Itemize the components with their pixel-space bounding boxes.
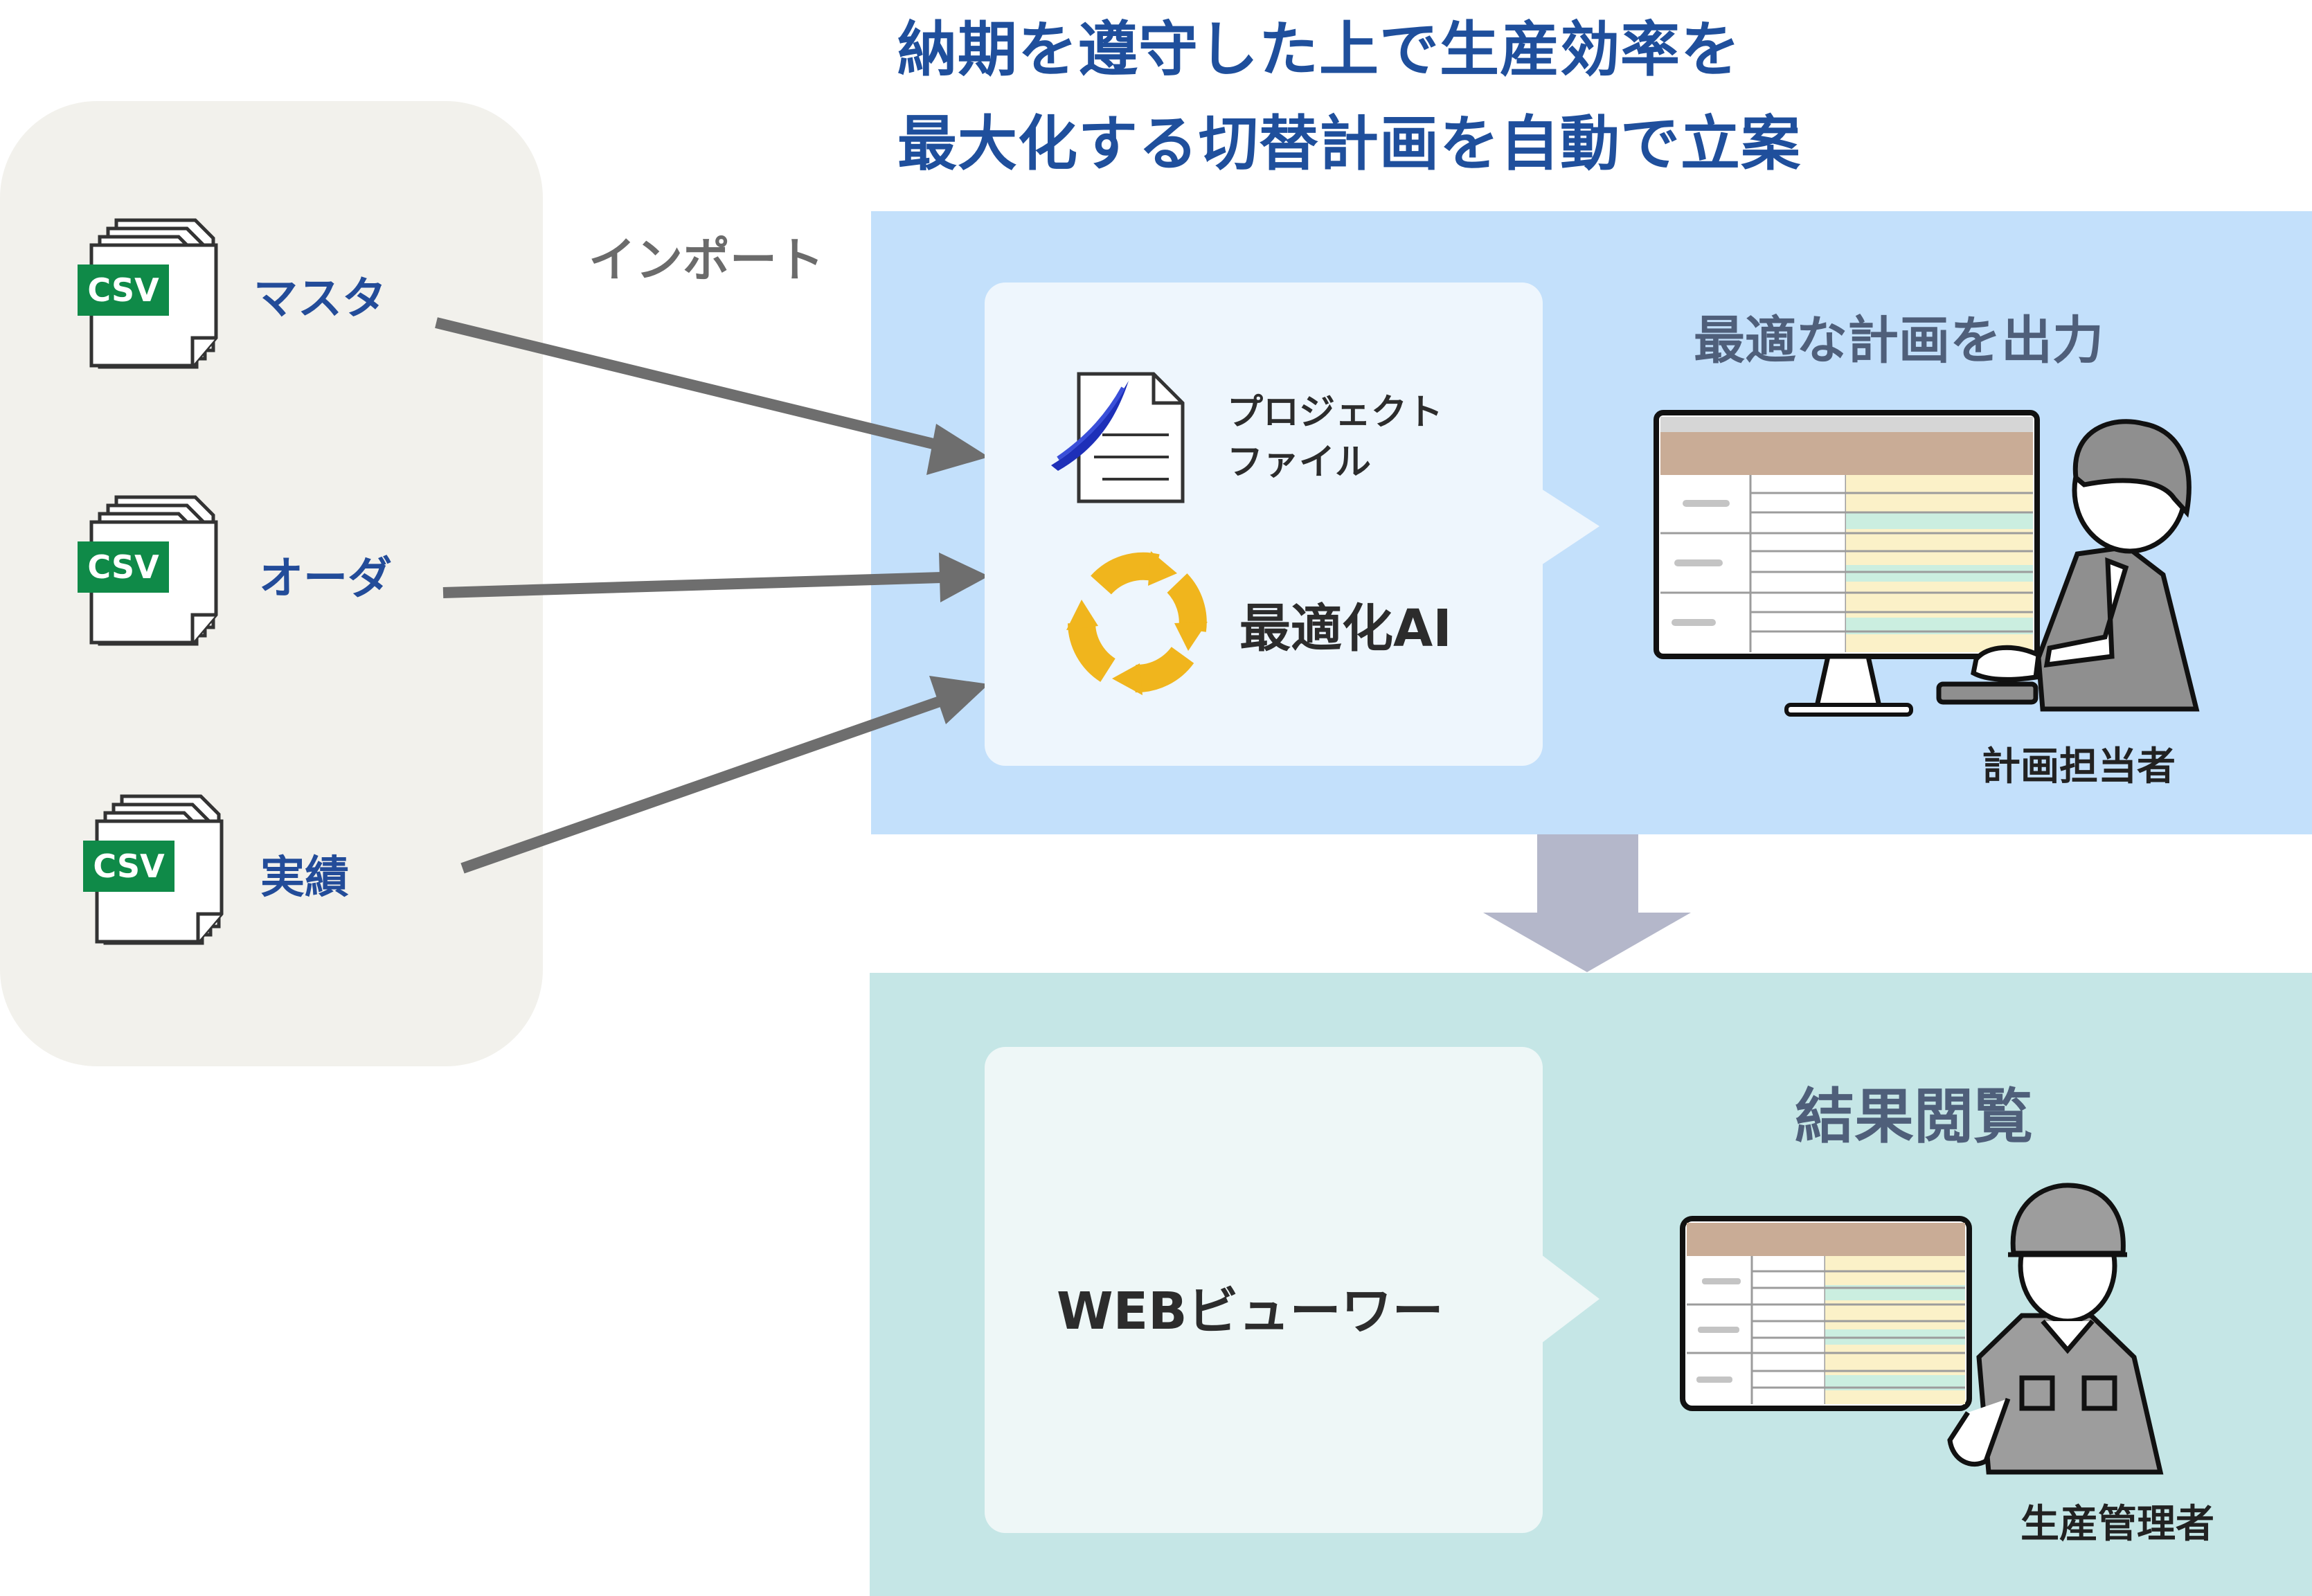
result-title: 結果閲覧 <box>1795 1082 2033 1151</box>
ai-label: 最適化AI <box>1239 599 1452 658</box>
csv-badges <box>78 264 174 892</box>
source-label-order: オーダ <box>259 553 392 604</box>
ai-cycle-arrowheads <box>1066 551 1208 695</box>
tablet-icon <box>1680 1216 1972 1411</box>
project-file-line-2: ファイル <box>1227 442 1372 483</box>
csv-badge-order: CSV <box>87 548 159 586</box>
headline-line-1: 納期を遵守した上で生産効率を <box>897 15 1741 84</box>
csv-badge-master: CSV <box>87 271 159 309</box>
source-label-master: マスタ <box>253 274 386 325</box>
manager-person-icon <box>1947 1183 2164 1475</box>
project-file-label: プロジェクト ファイル <box>1227 388 1443 487</box>
source-label-actual: 実績 <box>260 852 349 904</box>
down-arrow <box>1483 834 1691 972</box>
headline-line-2: 最大化する切替計画を自動で立案 <box>897 109 1801 179</box>
manager-role-label: 生産管理者 <box>2020 1502 2214 1547</box>
plan-card <box>985 283 1599 766</box>
project-file-icon <box>1051 372 1185 503</box>
project-file-line-1: プロジェクト <box>1227 392 1444 433</box>
import-arrows <box>435 317 989 874</box>
import-label: インポート <box>589 233 825 288</box>
planner-role-label: 計画担当者 <box>1982 744 2176 789</box>
plan-title: 最適な計画を出力 <box>1694 311 2104 370</box>
csv-badge-actual: CSV <box>93 848 165 885</box>
monitor-icon <box>1654 410 2040 717</box>
headline: 納期を遵守した上で生産効率を 最大化する切替計画を自動で立案 <box>897 3 1801 191</box>
web-viewer-label: WEBビューワー <box>1057 1282 1444 1341</box>
viewer-card <box>985 1047 1599 1533</box>
planner-person-icon <box>1936 419 2200 712</box>
